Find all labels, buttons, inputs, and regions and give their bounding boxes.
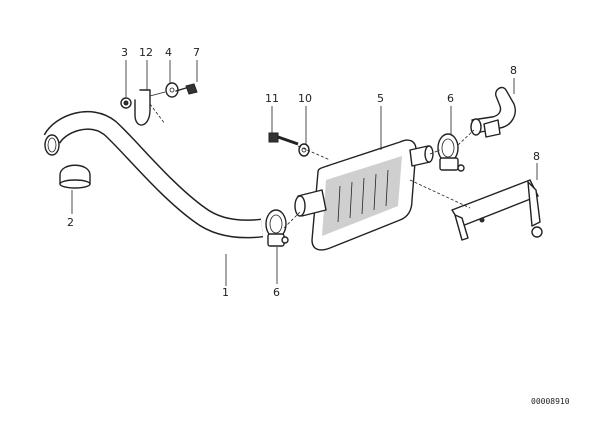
part-5-silencer [294, 139, 434, 251]
callout-11: 11 [265, 92, 279, 105]
part-7-bolt [175, 83, 198, 95]
part-3-nut [120, 97, 132, 109]
callout-3: 3 [121, 46, 128, 59]
callout-6-upper: 6 [447, 92, 454, 105]
callout-1: 1 [222, 286, 229, 299]
part-8-tailpipe [470, 86, 516, 138]
callout-10: 10 [298, 92, 312, 105]
part-2-cap [59, 164, 91, 189]
callout-7: 7 [193, 46, 200, 59]
callout-6-lower: 6 [273, 286, 280, 299]
callout-8-upper: 8 [510, 64, 517, 77]
leader-lines [71, 60, 538, 286]
callout-8-lower: 8 [533, 150, 540, 163]
part-4-washer [165, 82, 179, 98]
callout-2: 2 [67, 216, 74, 229]
part-6-clamp-lower [265, 209, 289, 247]
part-6-clamp-upper [437, 133, 465, 172]
part-1-hose [43, 110, 264, 239]
callout-12: 12 [139, 46, 153, 59]
diagram-reference-number: 00008910 [531, 397, 570, 406]
callout-5: 5 [377, 92, 384, 105]
callout-4: 4 [165, 46, 172, 59]
part-12-bracket [134, 89, 166, 126]
part-11-bolt [268, 132, 299, 146]
part-8-bracket [451, 179, 543, 241]
assembly-guide-lines [149, 103, 475, 229]
part-10-washer [298, 143, 310, 157]
